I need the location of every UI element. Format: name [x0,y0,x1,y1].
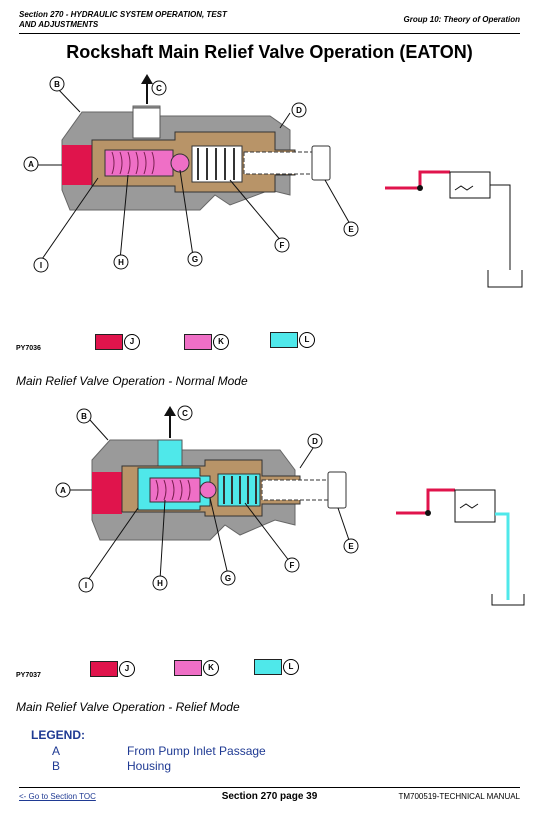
callout-label: H [157,579,163,588]
swatch-label-l: L [283,659,299,675]
figure-id: PY7037 [16,672,41,679]
manual-id: TM700519-TECHNICAL MANUAL [398,792,520,801]
callout-label: B [54,80,60,89]
callout-label: I [40,261,42,270]
group-heading: Group 10: Theory of Operation [403,15,520,24]
page-number: Section 270 page 39 [221,791,318,802]
swatch-label-k: K [213,334,229,350]
swatch-label-j: J [124,334,140,350]
callout-label: H [118,258,124,267]
figure-id: PY7036 [16,345,41,352]
callout-label: F [290,561,295,570]
callout-label: I [85,581,87,590]
callout-label: C [156,84,162,93]
callout-label: E [348,542,354,551]
callout-label: C [182,409,188,418]
callout-label: E [348,225,354,234]
legend-text: From Pump Inlet Passage [127,744,266,758]
callout-label: F [280,241,285,250]
footer-divider [19,787,520,788]
section-heading: Section 270 - HYDRAULIC SYSTEM OPERATION… [19,10,227,30]
callout-group-normal: B C A D E F G H I [23,76,359,273]
figure-caption: Main Relief Valve Operation - Relief Mod… [16,700,240,714]
callout-label: A [28,160,34,169]
legend-key: A [52,744,61,758]
callout-label: G [225,574,231,583]
callout-label: G [192,255,198,264]
swatch-label-k: K [203,660,219,676]
swatch-label-l: L [299,332,315,348]
color-swatch-j [95,334,123,350]
color-swatch-l [270,332,298,348]
color-swatch-j [90,661,118,677]
valve-diagram-normal: B C A D E F G H I [23,74,523,288]
valve-diagram-relief: B C A D E F G H I [55,405,525,606]
legend-title: LEGEND: [31,728,85,742]
section-heading-line1: Section 270 - HYDRAULIC SYSTEM OPERATION… [19,10,227,19]
legend-row: A From Pump Inlet Passage [52,744,266,758]
legend-row: B Housing [52,759,171,773]
callout-label: D [296,106,302,115]
callout-label: D [312,437,318,446]
page-title: Rockshaft Main Relief Valve Operation (E… [66,42,473,62]
callout-label: A [60,486,66,495]
section-heading-line2: AND ADJUSTMENTS [19,20,99,29]
color-swatch-k [184,334,212,350]
color-swatch-l [254,659,282,675]
callout-label: B [81,412,87,421]
section-toc-link[interactable]: <- Go to Section TOC [19,792,96,801]
legend-text: Housing [127,759,172,773]
callout-group-relief: B C A D E F G H I [55,405,359,593]
color-swatch-k [174,660,202,676]
header-divider [19,33,520,34]
legend-key: B [52,759,61,773]
figure-caption: Main Relief Valve Operation - Normal Mod… [16,374,248,388]
swatch-label-j: J [119,661,135,677]
